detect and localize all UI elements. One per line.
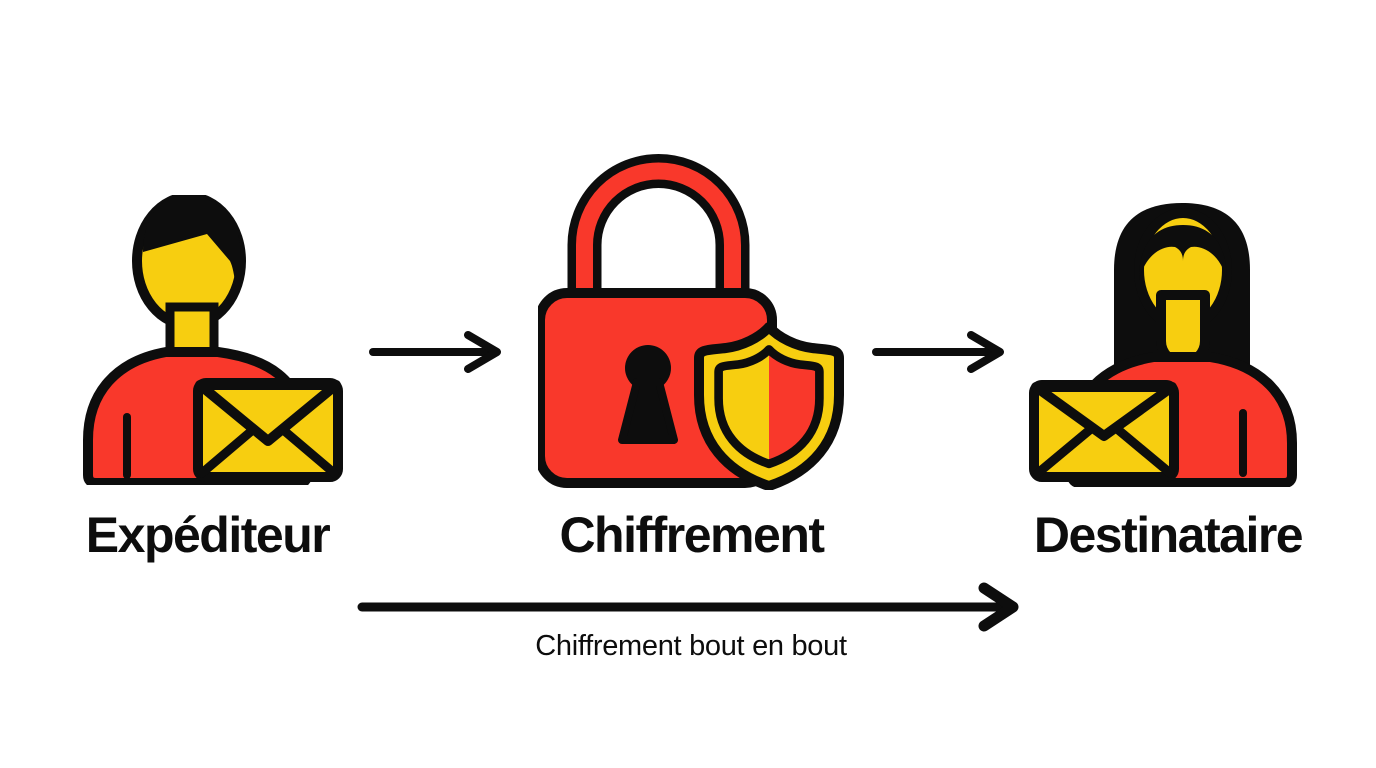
sender-figure <box>70 195 345 485</box>
shield-icon <box>694 322 844 490</box>
sender-envelope-icon <box>193 378 343 482</box>
padlock-shackle <box>567 154 750 302</box>
recipient-figure <box>1028 195 1300 487</box>
right-arrow-icon <box>369 331 501 373</box>
envelope-flap <box>1031 382 1177 441</box>
keyhole-icon <box>618 345 678 444</box>
arrow-head <box>978 582 1019 632</box>
padlock-with-shield-icon <box>538 154 844 490</box>
right-arrow-icon <box>357 582 1019 632</box>
recipient-envelope-icon <box>1029 380 1179 482</box>
arrow-head <box>967 331 1004 373</box>
shield-inner-outline <box>714 345 824 469</box>
right-arrow-icon <box>872 331 1004 373</box>
person-with-envelope-icon <box>1029 203 1297 487</box>
sender-hair <box>143 195 241 287</box>
recipient-label: Destinataire <box>1033 507 1304 563</box>
person-with-envelope-icon <box>83 195 343 485</box>
end-to-end-caption: Chiffrement bout en bout <box>535 630 847 662</box>
encryption-figure <box>538 150 845 490</box>
arrow-head <box>464 331 501 373</box>
arrow-end-to-end <box>356 580 1026 636</box>
arrow-sender-to-encryption <box>368 330 508 374</box>
arrow-encryption-to-recipient <box>871 330 1011 374</box>
sender-label: Expéditeur <box>85 507 331 563</box>
envelope-flap <box>195 380 341 446</box>
encryption-label: Chiffrement <box>559 507 825 563</box>
recipient-fringe <box>1139 225 1227 280</box>
